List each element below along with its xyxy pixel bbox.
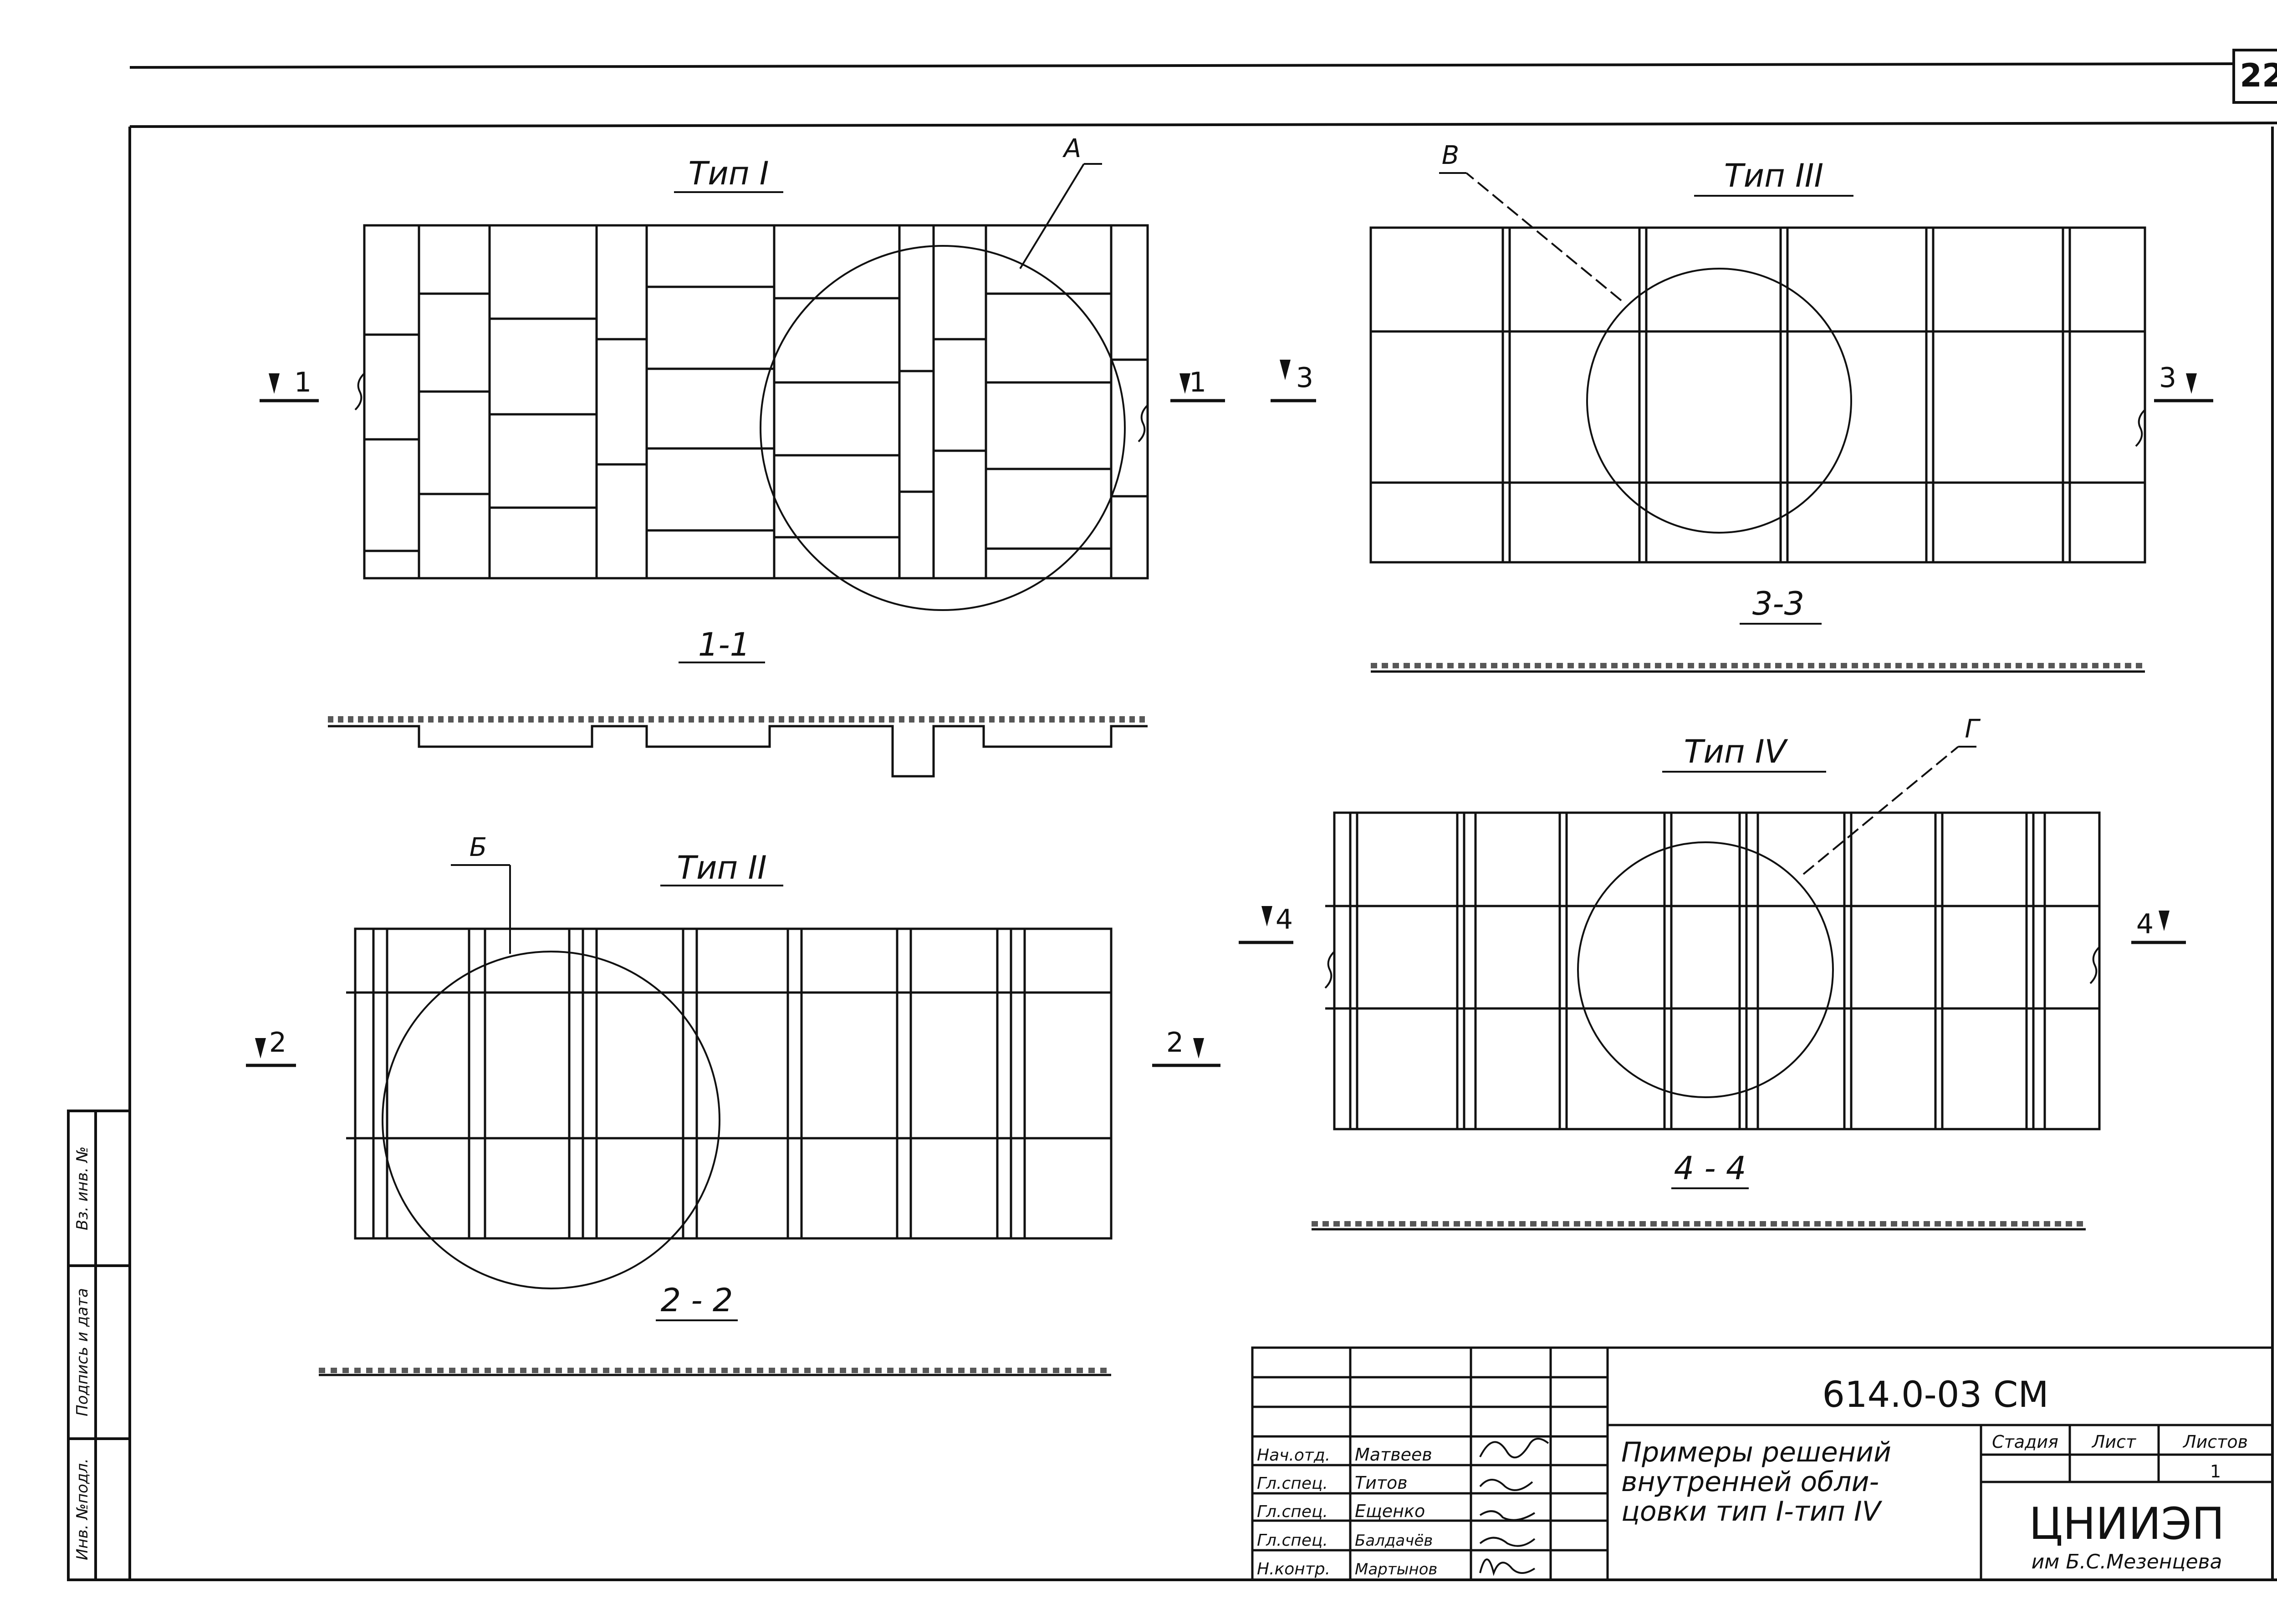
section-arrow-3-right bbox=[2186, 373, 2197, 394]
stamp-col1-text: Инв. №подл. bbox=[73, 1458, 92, 1560]
drawing-name-line3: цовки тип I-тип IV bbox=[1621, 1496, 1883, 1527]
side-stamp bbox=[67, 1110, 131, 1581]
signatures bbox=[1479, 1438, 1549, 1576]
section-arrow-1-right bbox=[1179, 373, 1190, 394]
sheet-label: Лист bbox=[2091, 1432, 2137, 1452]
section-4-left-label: 4 bbox=[1276, 904, 1293, 936]
organization: ЦНИИЭП bbox=[2029, 1498, 2225, 1549]
name-4: Мартынов bbox=[1355, 1560, 1437, 1578]
section-arrow-4-left bbox=[1261, 906, 1272, 927]
view-type2: Тип II Б 2 2 2 - 2 bbox=[246, 833, 1220, 1376]
role-3: Гл.спец. bbox=[1257, 1531, 1328, 1550]
callout-g: Г bbox=[1965, 714, 1981, 744]
drawing-code: 614.0-03 СМ bbox=[1822, 1375, 2048, 1415]
section-3-3-title: 3-3 bbox=[1752, 585, 1804, 622]
section-1-right-label: 1 bbox=[1189, 367, 1206, 398]
frame-top bbox=[129, 122, 2277, 128]
name-1: Титов bbox=[1355, 1473, 1408, 1493]
section-4-4-title: 4 - 4 bbox=[1674, 1150, 1746, 1187]
drawing-name-line1: Примеры решений bbox=[1621, 1436, 1891, 1468]
role-4: Н.контр. bbox=[1257, 1560, 1330, 1578]
top-border bbox=[129, 62, 2234, 69]
type1-title: Тип I bbox=[689, 155, 769, 192]
view-type3: Тип III В 3 3 3-3 bbox=[1271, 141, 2213, 673]
section-1-left-label: 1 bbox=[294, 367, 311, 398]
name-0: Матвеев bbox=[1355, 1445, 1432, 1465]
role-2: Гл.спец. bbox=[1257, 1502, 1328, 1521]
callout-a: А bbox=[1062, 134, 1081, 163]
type2-title: Тип II bbox=[677, 849, 767, 886]
section-2-left-label: 2 bbox=[269, 1027, 286, 1059]
stamp-col3-text: Вз. инв. № bbox=[73, 1146, 92, 1230]
stamp-col2-text: Подпись и дата bbox=[73, 1288, 92, 1416]
section-3-right-label: 3 bbox=[2159, 362, 2176, 394]
sheets-value: 1 bbox=[2210, 1461, 2221, 1481]
section-arrow-3-left bbox=[1280, 360, 1291, 380]
section-arrow-4-right bbox=[2159, 911, 2170, 931]
sheet-number: 22 bbox=[2240, 57, 2277, 94]
name-2: Ещенко bbox=[1355, 1501, 1425, 1521]
section-arrow-2-left bbox=[255, 1038, 266, 1059]
organization-sub: им Б.С.Мезенцева bbox=[2032, 1550, 2222, 1573]
drawing-name-line2: внутренней обли- bbox=[1621, 1466, 1879, 1498]
section-arrow-1-left bbox=[269, 373, 280, 394]
section-1-1-profile bbox=[328, 716, 1148, 778]
callout-v: В bbox=[1442, 141, 1459, 170]
type4-title: Тип IV bbox=[1684, 733, 1788, 770]
section-2-right-label: 2 bbox=[1166, 1027, 1184, 1059]
section-3-left-label: 3 bbox=[1296, 362, 1313, 394]
stage-label: Стадия bbox=[1992, 1432, 2058, 1452]
section-2-2-title: 2 - 2 bbox=[661, 1282, 733, 1319]
title-block: 614.0-03 СМ Примеры решений внутренней о… bbox=[1251, 1346, 2274, 1581]
role-1: Гл.спец. bbox=[1257, 1474, 1328, 1493]
type3-title: Тип III bbox=[1724, 157, 1823, 194]
sheets-label: Листов bbox=[2182, 1432, 2248, 1452]
role-0: Нач.отд. bbox=[1257, 1446, 1330, 1465]
section-1-1-title: 1-1 bbox=[698, 626, 750, 663]
sheet-number-box bbox=[2232, 49, 2277, 104]
section-arrow-2-right bbox=[1193, 1038, 1204, 1059]
section-4-right-label: 4 bbox=[2136, 908, 2154, 940]
view-type1: Тип I А 1 1 1-1 bbox=[260, 134, 1225, 778]
callout-b: Б bbox=[470, 833, 487, 862]
view-type4: Тип IV Г 4 4 4 - 4 bbox=[1239, 714, 2186, 1231]
name-3: Балдачёв bbox=[1355, 1532, 1433, 1550]
